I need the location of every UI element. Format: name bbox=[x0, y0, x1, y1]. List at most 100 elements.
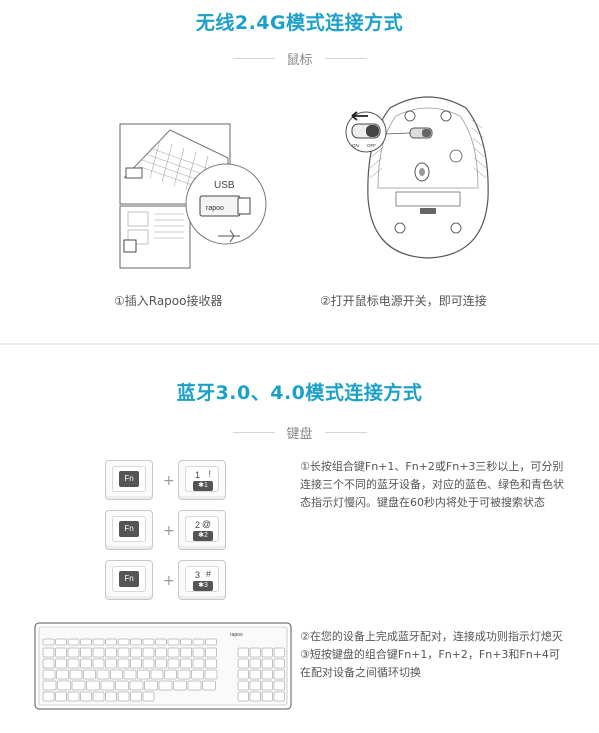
keyboard-key bbox=[67, 691, 80, 702]
keyboard-key bbox=[205, 638, 217, 646]
keyboard-key bbox=[150, 669, 164, 680]
numpad-key bbox=[273, 680, 285, 691]
numpad-key bbox=[261, 691, 273, 702]
keyboard-key bbox=[155, 647, 167, 658]
numpad-key bbox=[261, 669, 273, 680]
keyboard-key bbox=[92, 658, 105, 669]
keyboard-key bbox=[142, 691, 155, 702]
keyboard-key bbox=[192, 647, 205, 658]
keyboard-key bbox=[42, 658, 55, 669]
keyboard-key bbox=[96, 669, 110, 680]
section1-title: 无线2.4G模式连接方式 bbox=[195, 12, 404, 34]
keyboard-key bbox=[144, 680, 158, 691]
keyboard-key bbox=[142, 647, 155, 658]
keyboard-key bbox=[155, 658, 167, 669]
keyboard-key bbox=[130, 638, 142, 646]
keyboard-key bbox=[191, 669, 204, 680]
fn-key-label: Fn bbox=[119, 471, 139, 487]
keyboard-key bbox=[117, 647, 130, 658]
section2-subtitle: 键盘 bbox=[286, 427, 313, 442]
keyboard-key bbox=[187, 680, 202, 691]
keyboard-key bbox=[105, 658, 117, 669]
keyboard-key bbox=[83, 669, 96, 680]
bluetooth-channel-badge: ✱3 bbox=[193, 581, 213, 591]
keyboard-key bbox=[55, 638, 67, 646]
numpad-key bbox=[237, 680, 249, 691]
keyboard-key bbox=[137, 669, 150, 680]
keyboard-key bbox=[129, 680, 144, 691]
numpad-key bbox=[261, 658, 273, 669]
fn-key-1: Fn bbox=[105, 460, 153, 500]
keyboard-key bbox=[86, 680, 100, 691]
usb-label: USB bbox=[214, 180, 235, 191]
num-key-number: 1 bbox=[195, 470, 201, 480]
keyboard-key bbox=[155, 638, 167, 646]
keyboard-key bbox=[92, 638, 105, 646]
keyboard-brand: rapoo bbox=[230, 632, 243, 638]
num-key-symbol: @ bbox=[201, 519, 211, 529]
keyboard-key bbox=[71, 680, 86, 691]
fn-key-2: Fn bbox=[105, 510, 153, 550]
keyboard-key bbox=[80, 691, 92, 702]
keyboard-key bbox=[180, 638, 192, 646]
num-key-symbol: ! bbox=[208, 469, 211, 479]
plus-sign-2: + bbox=[163, 523, 175, 539]
keyboard-key bbox=[105, 691, 117, 702]
mouse-bottom-illustration: ON OFF bbox=[345, 96, 489, 259]
keyboard-key bbox=[173, 680, 187, 691]
numpad-key bbox=[273, 669, 285, 680]
subtitle2-line-left bbox=[233, 432, 275, 433]
keyboard-key bbox=[69, 669, 83, 680]
num-key-symbol: # bbox=[205, 569, 211, 579]
keyboard-key bbox=[57, 680, 71, 691]
keyboard-key bbox=[158, 680, 173, 691]
keyboard-key bbox=[100, 680, 115, 691]
keyboard-key bbox=[80, 658, 92, 669]
plus-sign-3: + bbox=[163, 573, 175, 589]
section1-subtitle: 鼠标 bbox=[286, 53, 313, 68]
switch-off-label: OFF bbox=[367, 143, 376, 148]
numpad-key bbox=[273, 658, 285, 669]
fn-key-label: Fn bbox=[119, 521, 139, 537]
num-key-2: 2 @ ✱2 bbox=[178, 510, 226, 550]
step1-caption: ①插入Rapoo接收器 bbox=[114, 294, 223, 308]
keyboard-key bbox=[123, 669, 137, 680]
instruction-2: ②在您的设备上完成蓝牙配对，连接成功则指示灯熄灭 bbox=[300, 630, 563, 643]
numpad-key bbox=[237, 691, 249, 702]
bluetooth-channel-badge: ✱2 bbox=[193, 531, 213, 541]
num-key-number: 3 bbox=[195, 570, 201, 580]
keyboard-key bbox=[56, 669, 69, 680]
keyboard-key bbox=[115, 680, 129, 691]
usb-receiver-illustration: USB rapoo bbox=[119, 123, 267, 269]
section2-title: 蓝牙3.0、4.0模式连接方式 bbox=[176, 382, 423, 404]
keyboard-key bbox=[117, 658, 130, 669]
keyboard-key bbox=[130, 658, 142, 669]
keyboard-illustration: rapoo bbox=[34, 622, 292, 710]
plus-sign-1: + bbox=[163, 473, 175, 489]
keyboard-key bbox=[180, 647, 192, 658]
subtitle-line-right bbox=[325, 58, 367, 59]
subtitle2-line-right bbox=[325, 432, 367, 433]
keyboard-key bbox=[130, 691, 142, 702]
numpad-key bbox=[249, 680, 261, 691]
switch-on-label: ON bbox=[352, 143, 359, 148]
keyboard-key bbox=[205, 658, 217, 669]
keyboard-key bbox=[105, 647, 117, 658]
subtitle-line-left bbox=[233, 58, 275, 59]
keyboard-key bbox=[130, 647, 142, 658]
keyboard-key bbox=[55, 691, 67, 702]
step2-caption: ②打开鼠标电源开关，即可连接 bbox=[320, 294, 487, 308]
keyboard-key bbox=[42, 669, 56, 680]
fn-key-3: Fn bbox=[105, 560, 153, 600]
keyboard-key bbox=[167, 638, 180, 646]
keyboard-key bbox=[177, 669, 191, 680]
keyboard-key bbox=[42, 691, 55, 702]
keyboard-key bbox=[164, 669, 177, 680]
keyboard-key bbox=[180, 658, 192, 669]
keyboard-key bbox=[142, 638, 155, 646]
keyboard-key bbox=[202, 680, 216, 691]
keyboard-key bbox=[117, 638, 130, 646]
keyboard-key bbox=[80, 638, 92, 646]
numpad-key bbox=[273, 647, 285, 658]
num-key-3: 3 # ✱3 bbox=[178, 560, 226, 600]
